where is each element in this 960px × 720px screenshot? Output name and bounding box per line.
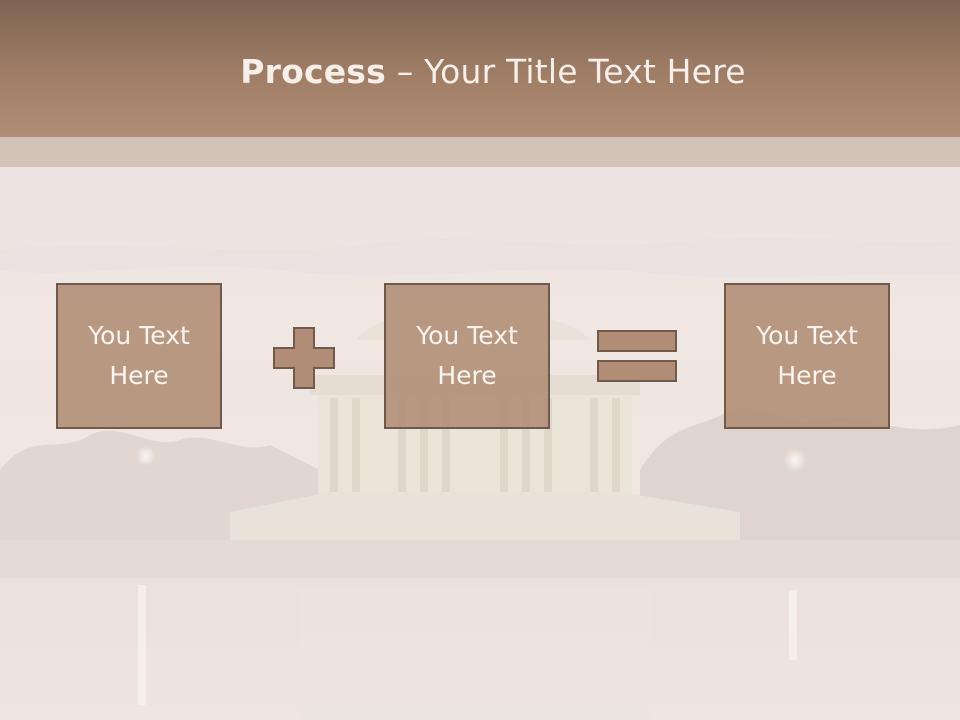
process-step-2[interactable]: You Text Here bbox=[384, 283, 550, 429]
step-2-text: You Text Here bbox=[416, 321, 518, 390]
equals-icon bbox=[597, 330, 677, 382]
process-step-1[interactable]: You Text Here bbox=[56, 283, 222, 429]
title-separator: – bbox=[386, 52, 425, 91]
title-rest: Your Title Text Here bbox=[424, 52, 746, 91]
slide-title: Process – Your Title Text Here bbox=[0, 52, 960, 91]
title-bar: Process – Your Title Text Here bbox=[0, 0, 960, 137]
title-underband bbox=[0, 137, 960, 167]
step-3-text: You Text Here bbox=[756, 321, 858, 390]
step-1-text: You Text Here bbox=[88, 321, 190, 390]
title-bold-part: Process bbox=[240, 52, 386, 91]
plus-icon bbox=[273, 327, 335, 389]
process-step-3[interactable]: You Text Here bbox=[724, 283, 890, 429]
